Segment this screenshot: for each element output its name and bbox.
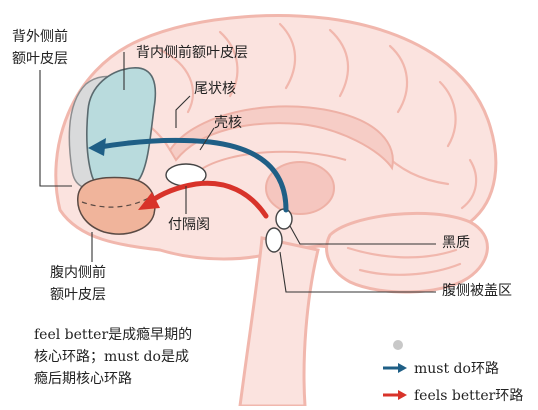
brainstem-outline [240, 238, 318, 406]
legend-dot [393, 340, 403, 350]
label-dlpfc: 背外侧前 额叶皮层 [12, 26, 68, 70]
label-vmpfc: 腹内侧前 额叶皮层 [50, 262, 106, 306]
legend-feels-better-arrow-icon [382, 389, 408, 401]
legend-feels-better: feels better环路 [382, 385, 523, 405]
label-substantia-nigra: 黑质 [442, 232, 470, 254]
legend-feels-better-label: feels better环路 [414, 385, 523, 405]
legend-must-do: must do环路 [382, 358, 499, 378]
label-caudate: 尾状核 [194, 78, 236, 100]
caption-note: feel better是成瘾早期的 核心环路；must do是成 瘾后期核心环路 [34, 324, 192, 390]
label-putamen: 壳核 [214, 112, 242, 134]
substantia-nigra-region [276, 209, 292, 229]
label-dmpfc: 背内侧前额叶皮层 [136, 42, 248, 64]
label-vta: 腹侧被盖区 [442, 280, 512, 302]
label-septum: 付隔阂 [168, 214, 210, 236]
vta-region [266, 228, 282, 252]
legend-must-do-arrow-icon [382, 362, 408, 374]
legend-must-do-label: must do环路 [414, 358, 499, 378]
